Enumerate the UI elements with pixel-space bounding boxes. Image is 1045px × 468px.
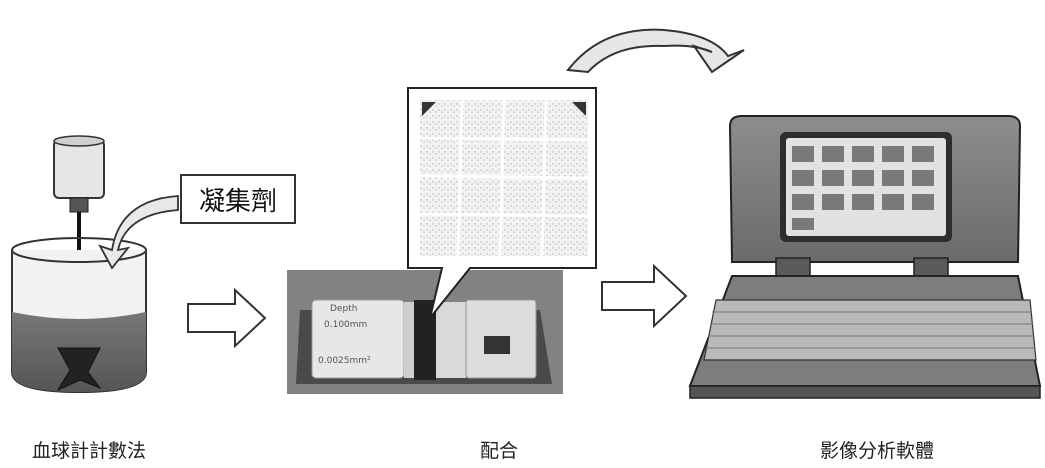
- slide-depth-value: 0.100mm: [324, 320, 367, 330]
- right-arrow-1: [188, 290, 265, 346]
- slide-area-value: 0.0025mm²: [318, 356, 371, 366]
- curved-arrow: [568, 30, 744, 72]
- caption-combine: 配合: [480, 436, 518, 463]
- laptop: [690, 116, 1040, 398]
- caption-hemocytometer: 血球計計數法: [32, 436, 146, 463]
- slide-depth-title: Depth: [330, 304, 357, 314]
- reagent-label: 凝集劑: [180, 174, 296, 224]
- caption-image-analysis: 影像分析軟體: [820, 436, 934, 463]
- right-arrow-2: [602, 266, 686, 326]
- counting-chamber-photo: [287, 270, 563, 394]
